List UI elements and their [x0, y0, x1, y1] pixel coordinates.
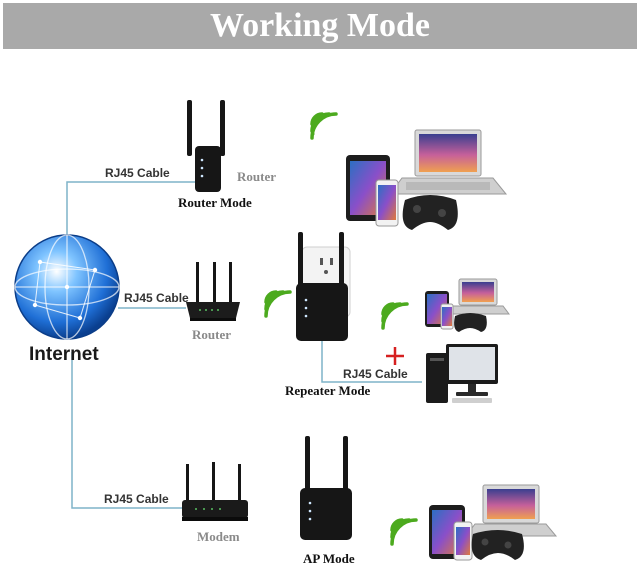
page-title: Working Mode: [209, 7, 431, 44]
phone-icon: [375, 179, 399, 227]
device-label-router-1: Router: [237, 169, 276, 184]
desktop-computer-icon: [426, 344, 498, 403]
extender-ap-mode-icon: [300, 436, 352, 540]
title-banner: Working Mode: [3, 3, 637, 49]
laptop-icon: [465, 484, 558, 537]
cable-label-router: RJ45 Cable: [124, 291, 189, 305]
repeater-icon: [296, 232, 351, 341]
laptop-icon: [446, 278, 510, 315]
laptop-icon: [389, 129, 508, 195]
internet-label: Internet: [29, 344, 99, 365]
mode-label-router: Router Mode: [178, 195, 252, 210]
wifi-signal-icon: [310, 112, 338, 140]
plus-icon: [386, 347, 404, 365]
cable-line-modem: [71, 352, 182, 509]
phone-icon: [453, 521, 473, 561]
extender-router-mode-icon: [187, 100, 225, 192]
wifi-signal-icon: [381, 302, 409, 330]
device-label-router-2: Router: [192, 327, 231, 342]
cable-label-modem: RJ45 Cable: [104, 492, 169, 506]
gamepad-icon: [454, 313, 487, 332]
mode-label-repeater: Repeater Mode: [285, 383, 371, 398]
cable-line-router-mode: [66, 181, 196, 246]
cable-lines: [66, 181, 422, 509]
gamepad-icon: [402, 195, 458, 230]
mode-label-ap: AP Mode: [303, 551, 355, 566]
wifi-signal-icon: [264, 290, 292, 318]
phone-icon: [440, 303, 454, 330]
cable-label-pc: RJ45 Cable: [343, 367, 408, 381]
router-icon: [186, 262, 240, 321]
globe-icon: [14, 234, 120, 340]
gamepad-icon: [471, 530, 524, 560]
device-label-modem: Modem: [197, 529, 240, 544]
wifi-signal-icon: [390, 518, 418, 546]
cable-label-router-mode: RJ45 Cable: [105, 166, 170, 180]
modem-icon: [182, 462, 248, 521]
